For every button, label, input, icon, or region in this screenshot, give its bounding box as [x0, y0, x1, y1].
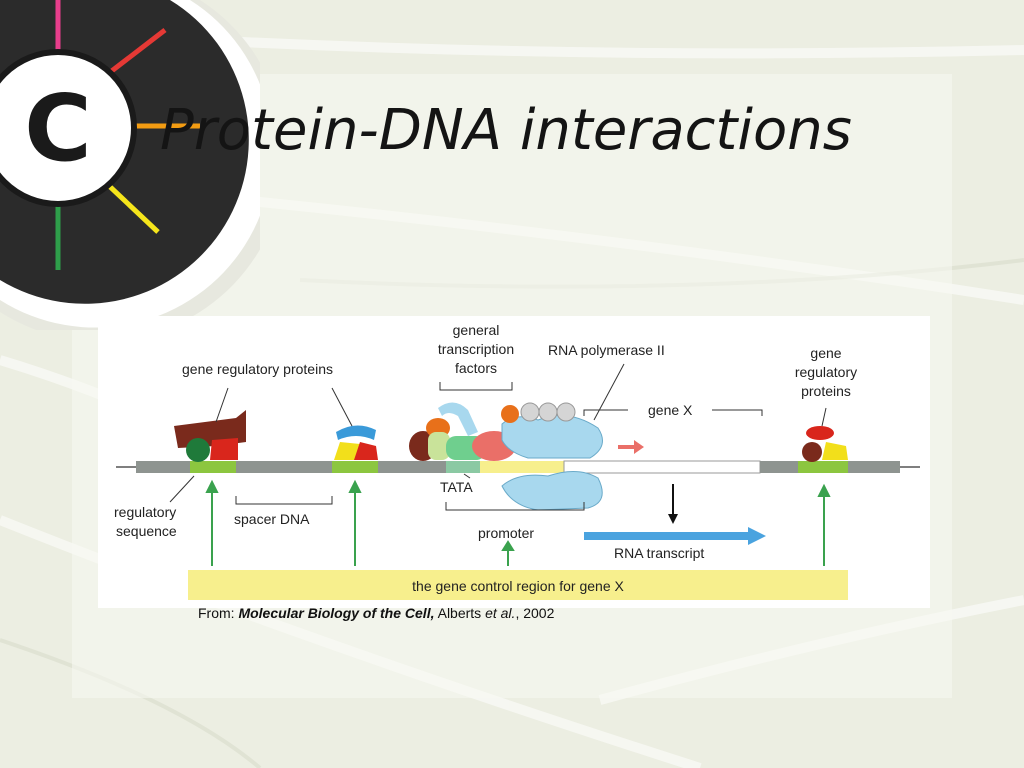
transcription-factor-lightgreen: [428, 432, 450, 460]
dna-gene-x-segment: [563, 460, 761, 474]
label-general-tf-3: factors: [455, 360, 497, 376]
dna-promoter-segment: [474, 461, 564, 473]
label-gene-right-3: proteins: [801, 383, 851, 399]
citation-etal: et al.: [485, 605, 516, 621]
label-gene-right-1: gene: [810, 345, 841, 361]
logo-wheel-icon: C: [0, 0, 260, 330]
regulatory-protein-blue: [336, 425, 376, 440]
regulatory-protein-yellow: [334, 442, 360, 460]
pointer-polymerase: [593, 363, 625, 421]
rna-transcript-arrow-body: [584, 532, 750, 540]
pointer-left-proteins: [215, 387, 229, 423]
citation-year: , 2002: [515, 605, 555, 621]
rna-polymerase-bottom: [501, 471, 603, 511]
pointer-middle-proteins: [331, 387, 353, 427]
diagram-figure: gene regulatory proteins general transcr…: [98, 316, 930, 608]
polymerase-tail-orange: [501, 405, 519, 423]
label-spacer-dna: spacer DNA: [234, 511, 310, 527]
pointer-tata: [463, 473, 471, 479]
logo-letter: C: [24, 75, 92, 182]
regulatory-protein-brown-right: [802, 442, 822, 462]
regulatory-protein-green: [186, 438, 210, 462]
label-gene-x: gene X: [648, 402, 693, 418]
citation-author: Alberts: [434, 605, 486, 621]
polymerase-tail-grey-3: [556, 402, 576, 422]
slide-title: Protein-DNA interactions: [160, 98, 852, 163]
pointer-regulatory-sequence: [169, 475, 195, 503]
citation-prefix: From:: [198, 605, 239, 621]
label-rna-transcript: RNA transcript: [614, 545, 704, 561]
label-gene-right-2: regulatory: [795, 364, 857, 380]
tata-box: [446, 461, 480, 473]
rna-polymerase-top: [501, 415, 603, 459]
bracket-promoter: [445, 502, 585, 511]
label-regulatory-2: sequence: [116, 523, 177, 539]
transcription-down-arrow-head: [668, 514, 678, 524]
green-arrow-head-4: [817, 483, 831, 497]
label-control-region: the gene control region for gene X: [412, 578, 624, 594]
regulatory-site-right: [798, 461, 848, 473]
citation-book: Molecular Biology of the Cell,: [238, 605, 435, 621]
rna-transcript-arrow-head: [748, 527, 766, 545]
label-rna-polymerase: RNA polymerase II: [548, 342, 665, 358]
green-arrow-head-3: [501, 540, 515, 551]
transcription-factor-hook: [438, 402, 478, 436]
gene-control-diagram: gene regulatory proteins general transcr…: [114, 322, 920, 600]
label-general-tf-1: general: [453, 322, 500, 338]
label-general-tf-2: transcription: [438, 341, 514, 357]
gene-control-region-bar: [188, 570, 848, 600]
regulatory-protein-red-right: [806, 426, 834, 440]
regulatory-protein-red: [210, 438, 238, 460]
dna-strand-left: [136, 461, 474, 473]
regulatory-protein-red-2: [354, 442, 378, 460]
regulatory-protein-brown: [174, 410, 246, 448]
green-arrow-head-2: [348, 479, 362, 493]
pointer-right-proteins: [821, 407, 827, 427]
figure-citation: From: Molecular Biology of the Cell, Alb…: [198, 605, 554, 621]
green-arrow-head-1: [205, 479, 219, 493]
polymerase-tail-grey-2: [538, 402, 558, 422]
regulatory-protein-yellow-right: [822, 442, 848, 460]
polymerase-tail-grey-1: [520, 402, 540, 422]
label-gene-regulatory-proteins: gene regulatory proteins: [182, 361, 333, 377]
label-regulatory-1: regulatory: [114, 504, 176, 520]
label-tata: TATA: [440, 479, 473, 495]
regulatory-site-left: [190, 461, 236, 473]
bracket-gene-x-left: [583, 409, 628, 416]
regulatory-site-middle: [332, 461, 378, 473]
bracket-general-tf: [439, 382, 513, 391]
label-promoter: promoter: [478, 525, 534, 541]
bracket-spacer-dna: [235, 496, 333, 505]
transcription-direction-arrow: [618, 440, 644, 454]
bracket-gene-x-right: [712, 409, 763, 416]
